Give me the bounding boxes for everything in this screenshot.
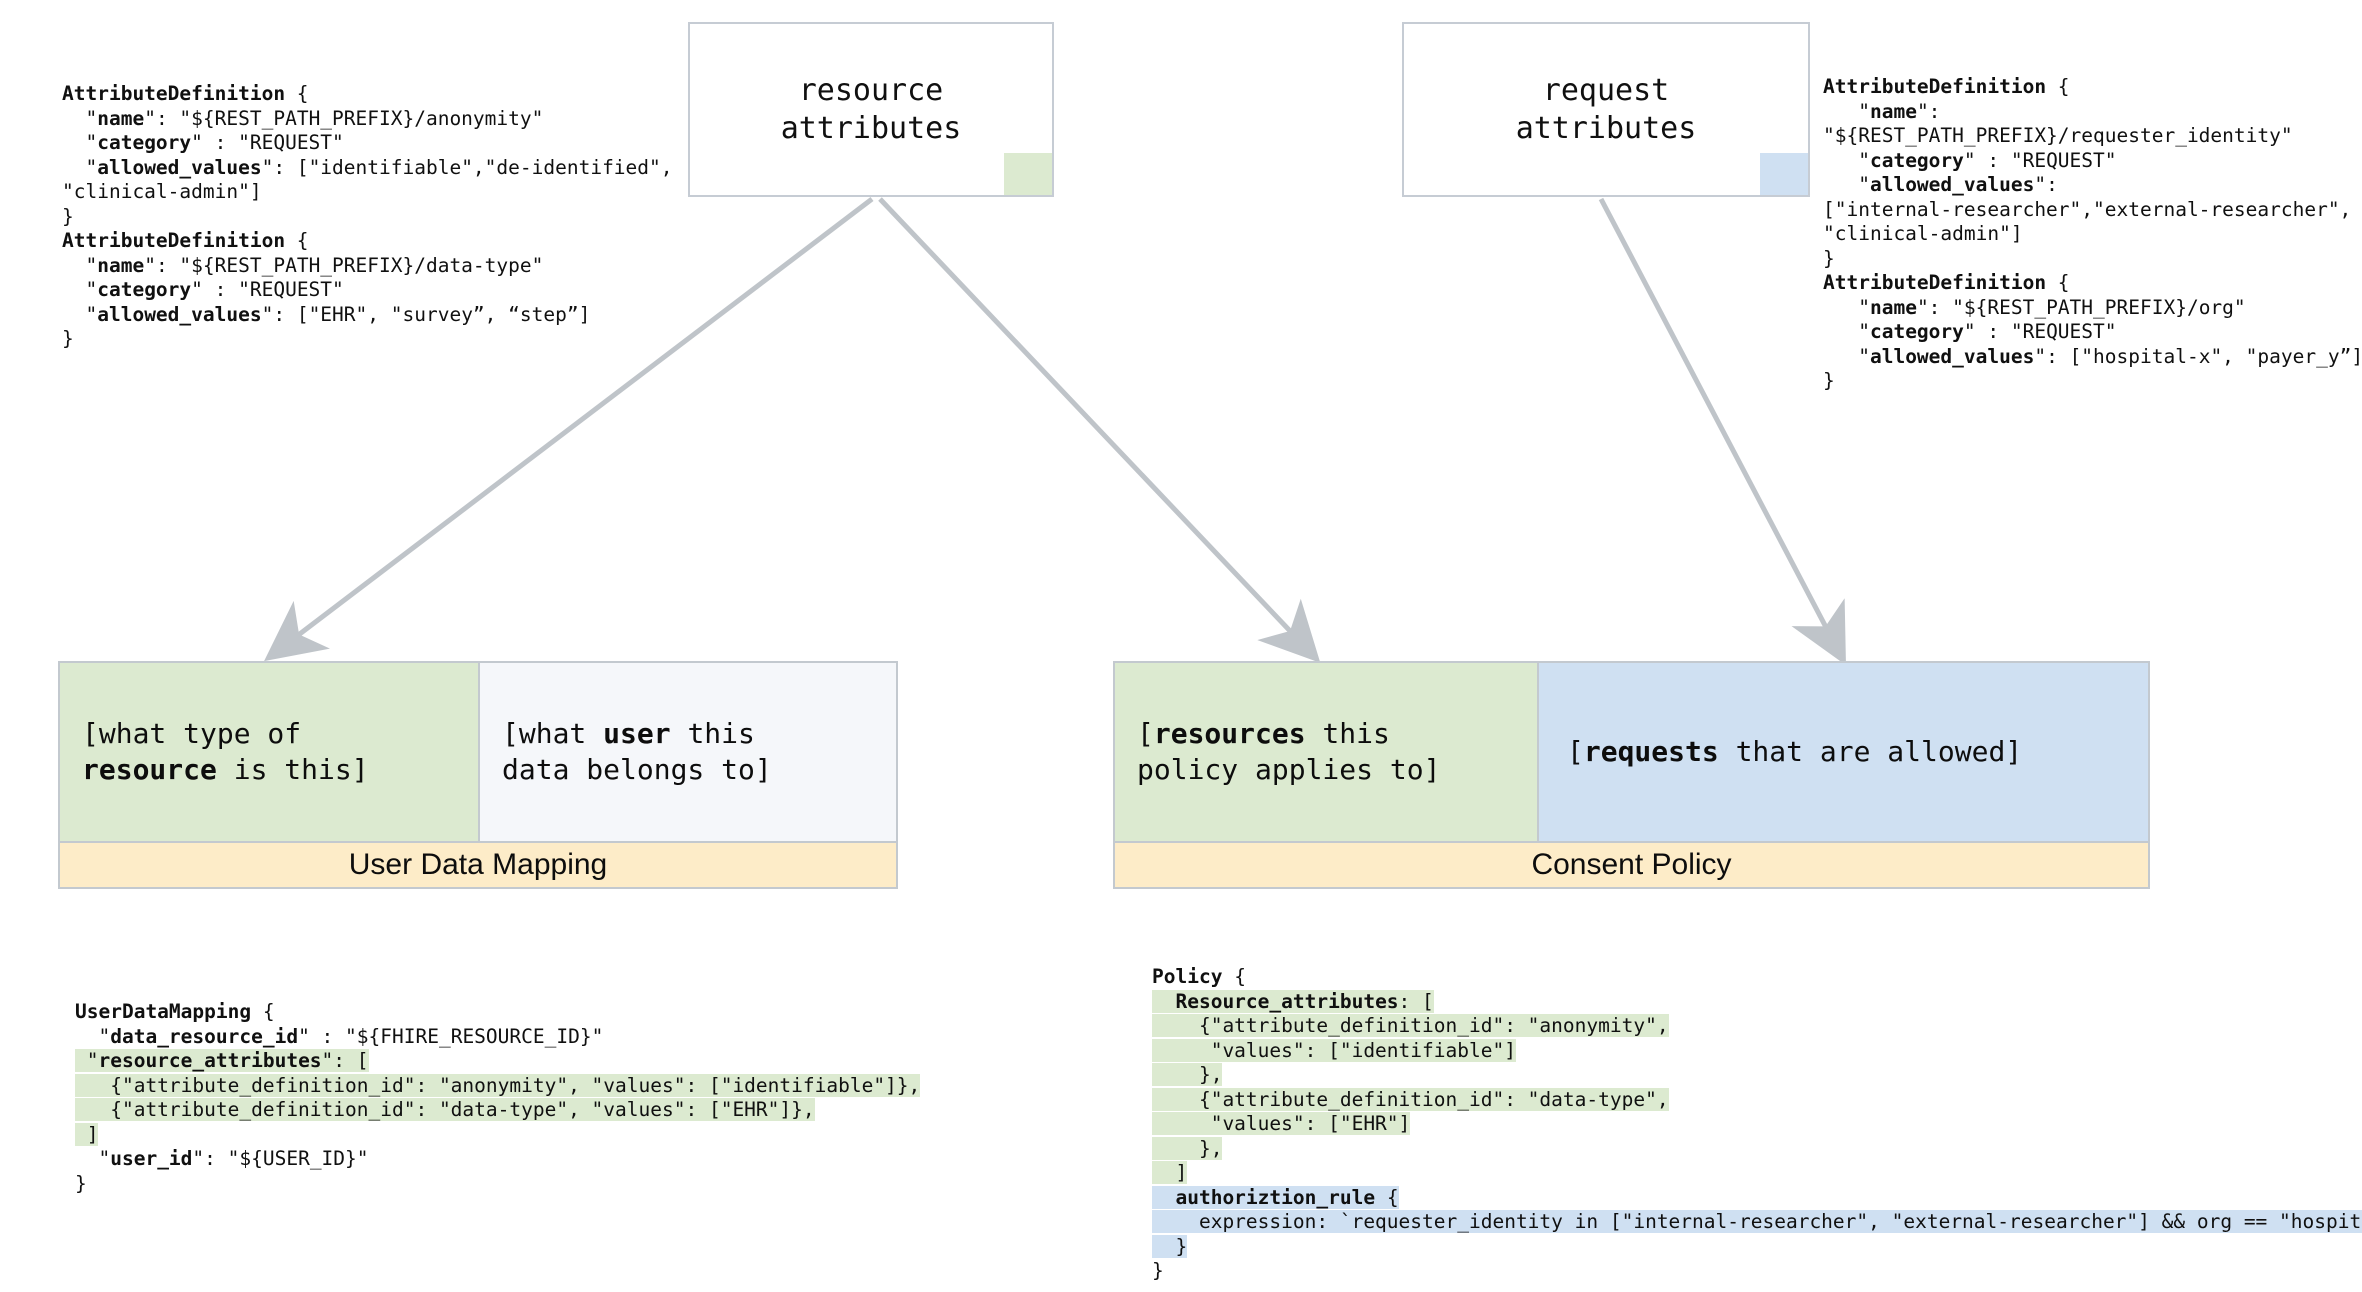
attribute-definitions-right-code: AttributeDefinition { "name":"${REST_PAT… <box>1823 75 2362 394</box>
code-line: authoriztion_rule { <box>1152 1185 2362 1211</box>
code-line: "values": ["identifiable"] <box>1152 1038 1516 1062</box>
code-line: AttributeDefinition { <box>1823 75 2070 98</box>
user-data-mapping-code: UserDataMapping { "data_resource_id" : "… <box>75 1000 921 1196</box>
consent-policy-title: Consent Policy <box>1115 841 2148 887</box>
request-attributes-box[interactable]: request attributes <box>1402 22 1810 197</box>
consent-policy-requests-cell: [requests that are allowed] <box>1537 663 2148 841</box>
code-line: } <box>62 327 74 350</box>
code-line: } <box>1152 1259 1164 1282</box>
arrow-request-to-policy-blue <box>1598 197 1846 666</box>
code-line: {"attribute_definition_id": "anonymity",… <box>75 1073 921 1097</box>
user-data-mapping-title: User Data Mapping <box>60 841 896 887</box>
code-line: "category" : "REQUEST" <box>62 278 344 301</box>
attribute-definitions-left-code: AttributeDefinition { "name": "${REST_PA… <box>62 82 673 352</box>
code-line: "name": "${REST_PATH_PREFIX}/data-type" <box>62 253 544 277</box>
code-line: "clinical-admin"] <box>1823 222 2023 245</box>
code-line: UserDataMapping { <box>75 1000 275 1023</box>
request-attributes-label: request attributes <box>1515 72 1697 146</box>
code-line: } <box>1152 1234 1188 1258</box>
code-line: "resource_attributes": [ <box>75 1049 369 1072</box>
resource-attributes-box[interactable]: resource attributes <box>688 22 1054 197</box>
code-line: } <box>1823 369 1835 392</box>
code-line: "allowed_values": ["EHR", "survey”, “ste… <box>62 302 591 326</box>
code-line: AttributeDefinition { <box>62 82 309 105</box>
code-line: {"attribute_definition_id": "anonymity", <box>1152 1014 1669 1037</box>
code-line: "name": <box>1823 99 1941 123</box>
code-line: Policy { <box>1152 965 1246 988</box>
cell-text: [requests that are allowed] <box>1567 735 2023 768</box>
code-line: ["internal-researcher","external-researc… <box>1823 197 2352 221</box>
code-line: "clinical-admin"] <box>62 180 262 203</box>
code-line: "name": "${REST_PATH_PREFIX}/anonymity" <box>62 106 544 130</box>
code-line: "${REST_PATH_PREFIX}/requester_identity" <box>1823 124 2293 147</box>
code-line: {"attribute_definition_id": "data-type", <box>1152 1087 1669 1111</box>
code-line: "category" : "REQUEST" <box>1823 148 2117 172</box>
policy-code: Policy { Resource_attributes: [ {"attrib… <box>1152 965 2362 1284</box>
code-line: "data_resource_id" : "${FHIRE_RESOURCE_I… <box>75 1024 604 1048</box>
code-line: Resource_attributes: [ <box>1152 989 2362 1015</box>
code-line: AttributeDefinition { <box>62 229 309 252</box>
code-line: "user_id": "${USER_ID}" <box>75 1147 369 1170</box>
code-line: expression: `requester_identity in ["int… <box>1152 1210 2362 1235</box>
code-line: ] <box>1152 1161 1188 1184</box>
blue-swatch <box>1760 153 1808 195</box>
code-line: "allowed_values": <box>1823 173 2058 196</box>
code-line: }, <box>1152 1136 1223 1160</box>
code-line: "category" : "REQUEST" <box>1823 320 2117 343</box>
code-line: "category" : "REQUEST" <box>62 131 344 154</box>
code-line: } <box>75 1171 87 1195</box>
code-line: {"attribute_definition_id": "data-type",… <box>75 1098 815 1121</box>
code-line: "allowed_values": ["identifiable","de-id… <box>62 155 673 179</box>
resource-attributes-label: resource attributes <box>780 72 962 146</box>
code-line: }, <box>1152 1063 1223 1086</box>
code-line: } <box>1823 246 1835 270</box>
code-line: "name": "${REST_PATH_PREFIX}/org" <box>1823 295 2246 319</box>
code-line: ] <box>75 1122 99 1146</box>
arrow-resource-to-policy-green <box>878 197 1321 663</box>
code-line: AttributeDefinition { <box>1823 271 2070 294</box>
code-line: "values": ["EHR"] <box>1152 1112 1411 1135</box>
green-swatch <box>1004 153 1052 195</box>
code-line: "allowed_values": ["hospital-x", "payer_… <box>1823 344 2362 368</box>
code-line: } <box>62 204 74 228</box>
